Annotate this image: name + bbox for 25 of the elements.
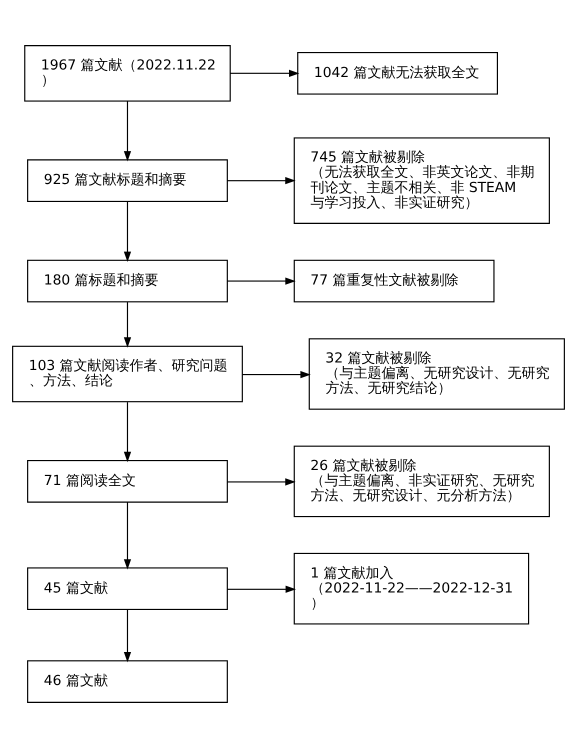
node-box: 45 篇文献	[27, 566, 228, 610]
node-box: 103 篇文献阅读作者、研究问题、方法、结论	[12, 345, 243, 402]
arrow	[124, 302, 132, 348]
arrow	[228, 585, 296, 592]
arrow	[124, 402, 132, 462]
arrow	[242, 370, 311, 378]
arrow	[228, 176, 296, 184]
node-box: 1 篇文献加入 （2022-11-22——2022-12-31）	[294, 552, 530, 624]
node-box: 180 篇标题和摘要	[27, 259, 228, 302]
node-box: 26 篇文献被剔除 （与主题偏离、非实证研究、无研究方法、无研究设计、元分析方法）	[294, 445, 550, 517]
node-box: 1967 篇文献（2022.11.22）	[24, 44, 231, 102]
arrow	[124, 609, 132, 662]
arrow	[124, 502, 132, 570]
node-box: 46 篇文献	[27, 660, 228, 702]
node-box: 745 篇文献被剔除 （无法获取全文、非英文论文、非期刊论文、主题不相关、非 STEAM 与学习投入、非实证研究）	[294, 136, 550, 224]
node-box: 77 篇重复性文献被剔除	[294, 259, 495, 302]
node-box: 32 篇文献被剔除 （与主题偏离、无研究设计、无研究方法、无研究结论）	[308, 338, 565, 410]
node-box: 1042 篇文献无法获取全文	[297, 51, 498, 94]
arrow	[124, 101, 132, 162]
arrow	[228, 276, 296, 284]
arrow	[228, 478, 296, 486]
arrow	[124, 200, 132, 262]
node-box: 925 篇文献标题和摘要	[27, 158, 228, 202]
arrow	[230, 69, 300, 76]
node-box: 71 篇阅读全文	[27, 460, 228, 502]
